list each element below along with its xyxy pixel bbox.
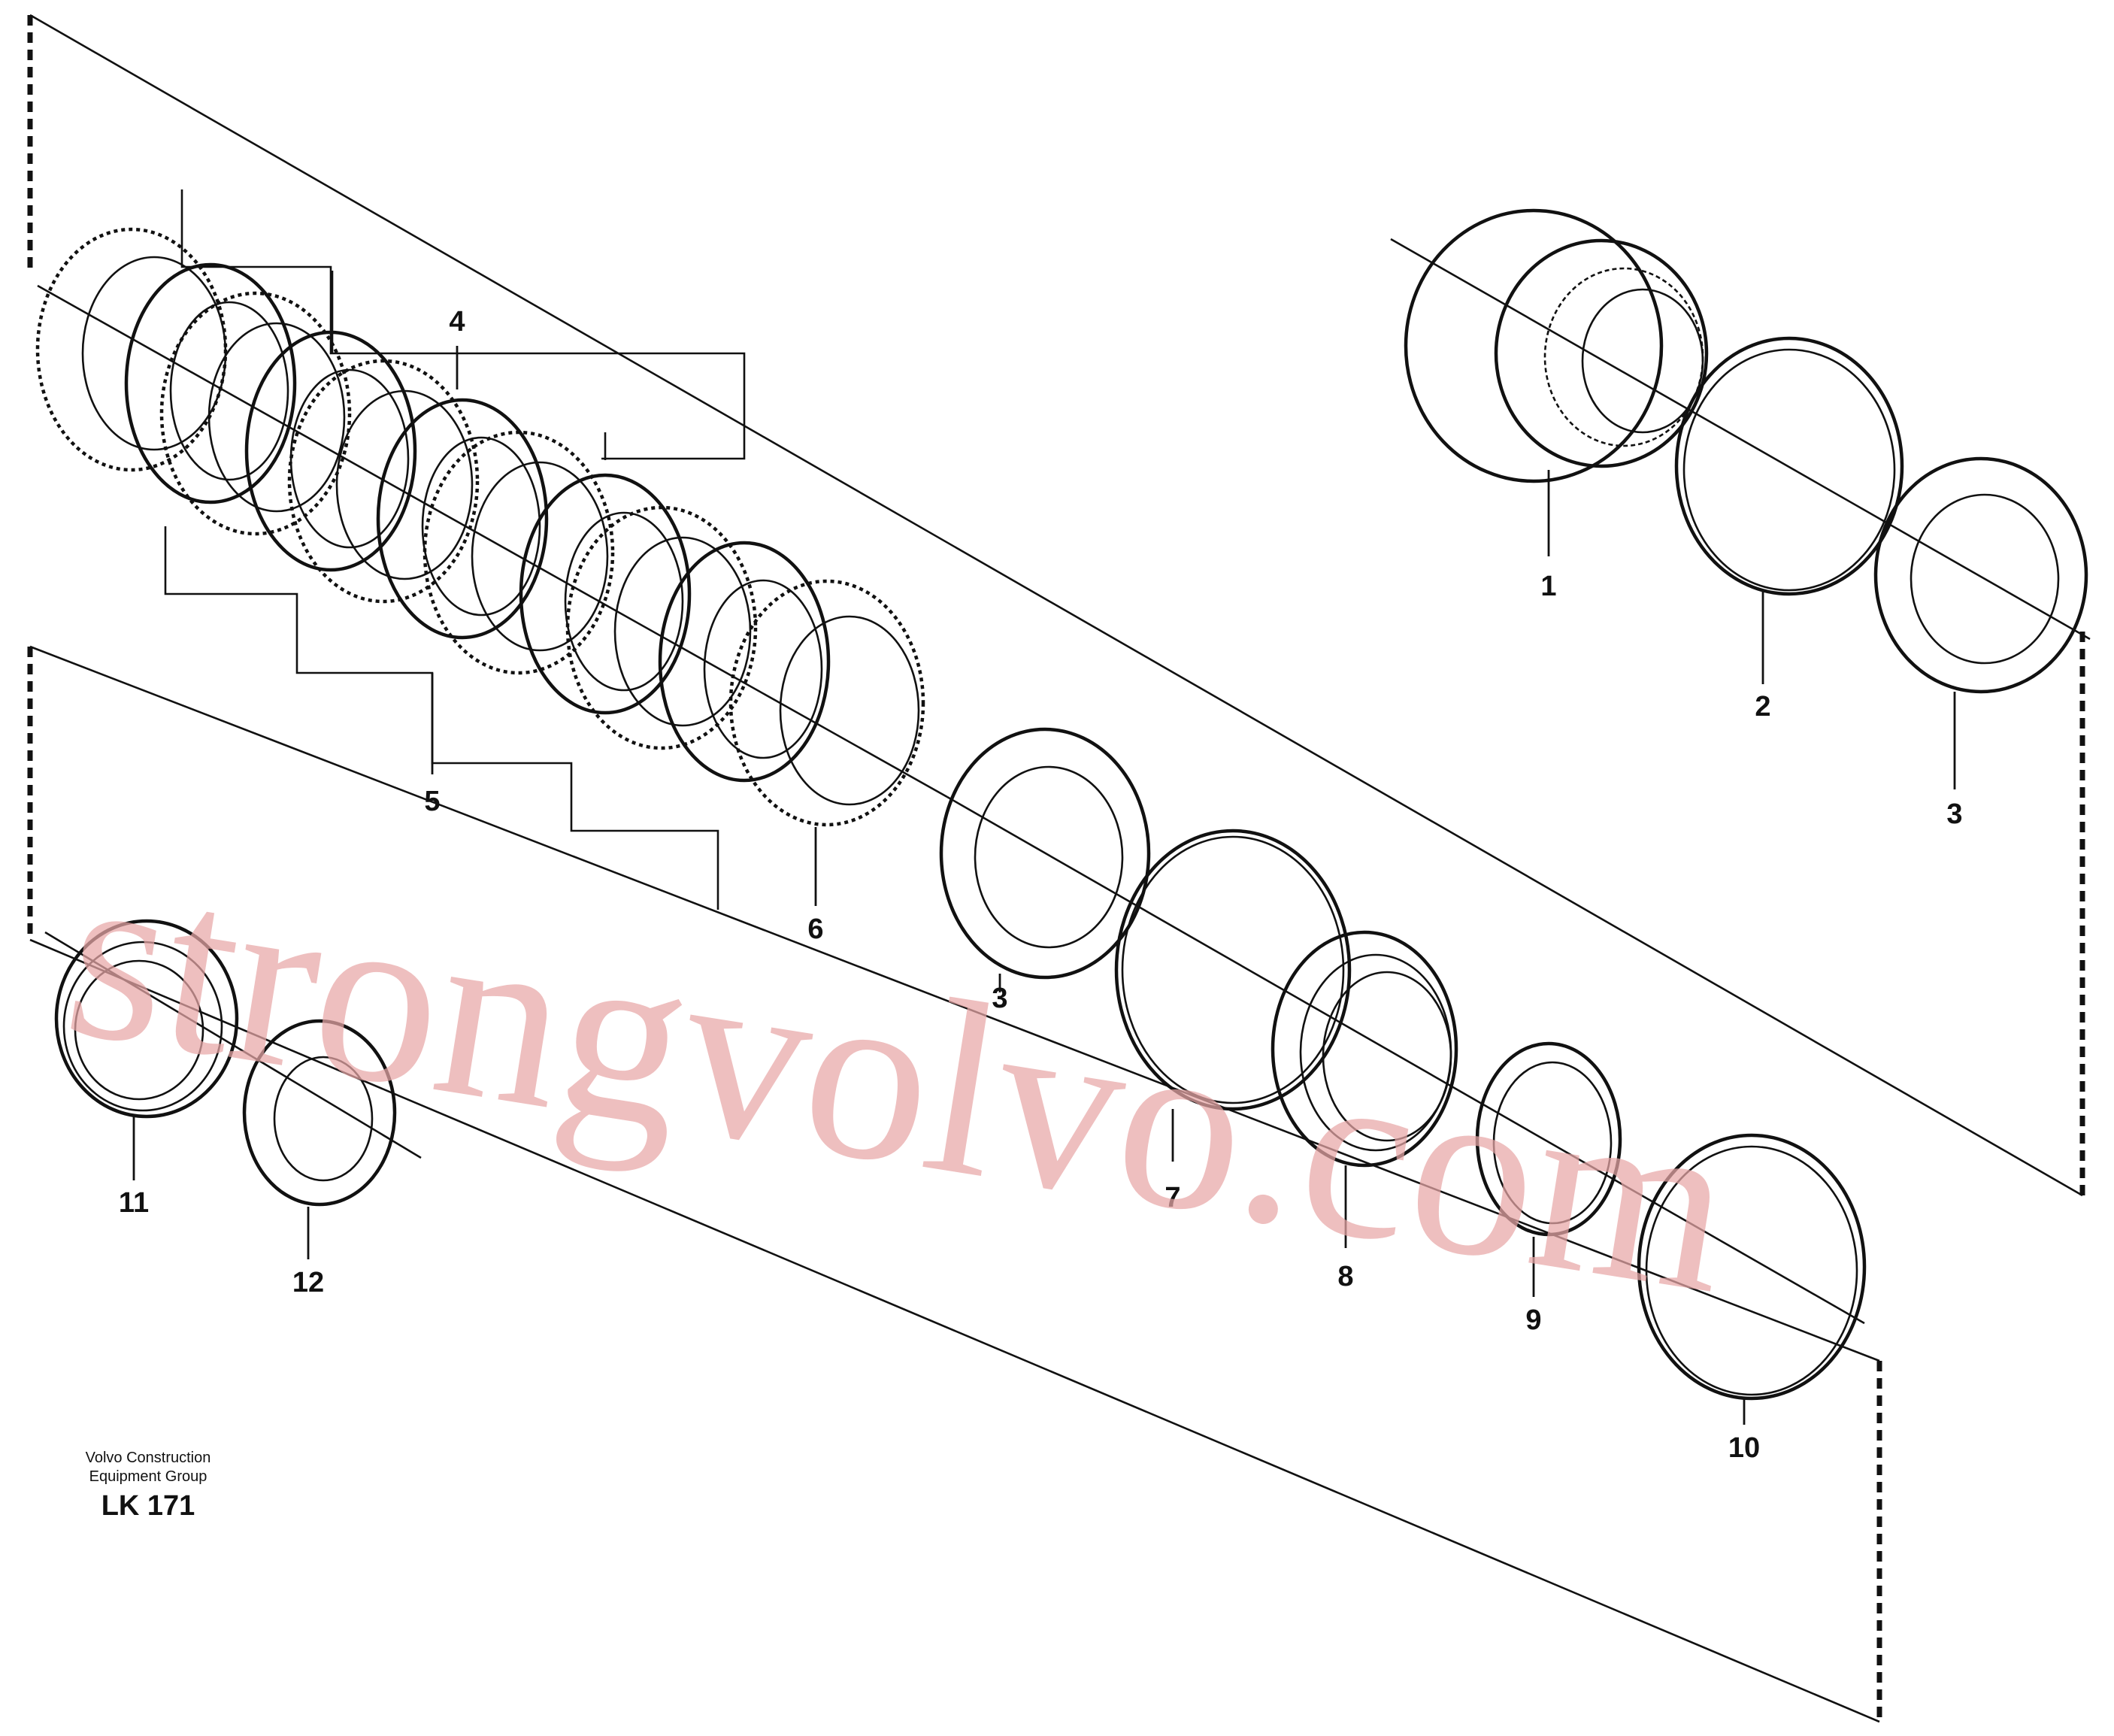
- callout-2: 2: [1755, 691, 1770, 723]
- title-block: Volvo Construction Equipment Group LK 17…: [86, 1450, 211, 1522]
- watermark: strongvolvo.com: [52, 813, 1749, 1346]
- callout-4: 4: [449, 306, 465, 338]
- callout-1: 1: [1540, 571, 1556, 602]
- callouts: 1 2 3 4 5 6 7 8 9 10 11 12 3: [119, 306, 1963, 1464]
- clutch-disc-steel: [35, 227, 228, 472]
- clutch-disc-steel: [159, 291, 352, 536]
- callout-10: 10: [1728, 1432, 1760, 1464]
- leader-lines: [132, 346, 1956, 1425]
- clutch-disc-end-plate: [728, 579, 925, 827]
- company-line-2: Equipment Group: [89, 1468, 207, 1485]
- callout-12: 12: [292, 1267, 324, 1298]
- callout-11: 11: [119, 1187, 149, 1219]
- washer: [939, 727, 1151, 980]
- o-ring: [1114, 829, 1352, 1111]
- callout-3: 3: [1946, 798, 1962, 830]
- callout-6: 6: [807, 913, 823, 945]
- clutch-drum: [1404, 208, 1709, 483]
- clutch-disc-steel: [565, 505, 758, 750]
- callout-3-centre: 3: [992, 983, 1007, 1014]
- snap-ring: [1674, 336, 1904, 596]
- bearing-ring: [1475, 1041, 1622, 1237]
- clutch-disc-friction: [124, 262, 297, 504]
- company-line-1: Volvo Construction: [86, 1450, 211, 1466]
- drawing-code: LK 171: [101, 1490, 195, 1522]
- clutch-disc-steel: [422, 430, 615, 675]
- clutch-disc-stack: [35, 227, 925, 827]
- clutch-disc-friction: [658, 541, 831, 783]
- clutch-disc-friction: [519, 473, 692, 715]
- callout-7: 7: [1165, 1182, 1180, 1213]
- callout-8: 8: [1337, 1261, 1353, 1292]
- clutch-pack-brackets: [164, 189, 746, 910]
- callout-9: 9: [1525, 1304, 1541, 1336]
- clutch-disc-friction: [244, 330, 417, 572]
- clutch-disc-friction: [376, 398, 549, 640]
- bearing: [54, 919, 239, 1119]
- seal: [242, 1019, 397, 1207]
- retaining-ring: [1637, 1133, 1867, 1401]
- callout-5: 5: [424, 786, 440, 817]
- piston-seal: [1271, 930, 1458, 1168]
- clutch-disc-steel: [287, 359, 480, 604]
- thrust-washer: [1873, 456, 2088, 694]
